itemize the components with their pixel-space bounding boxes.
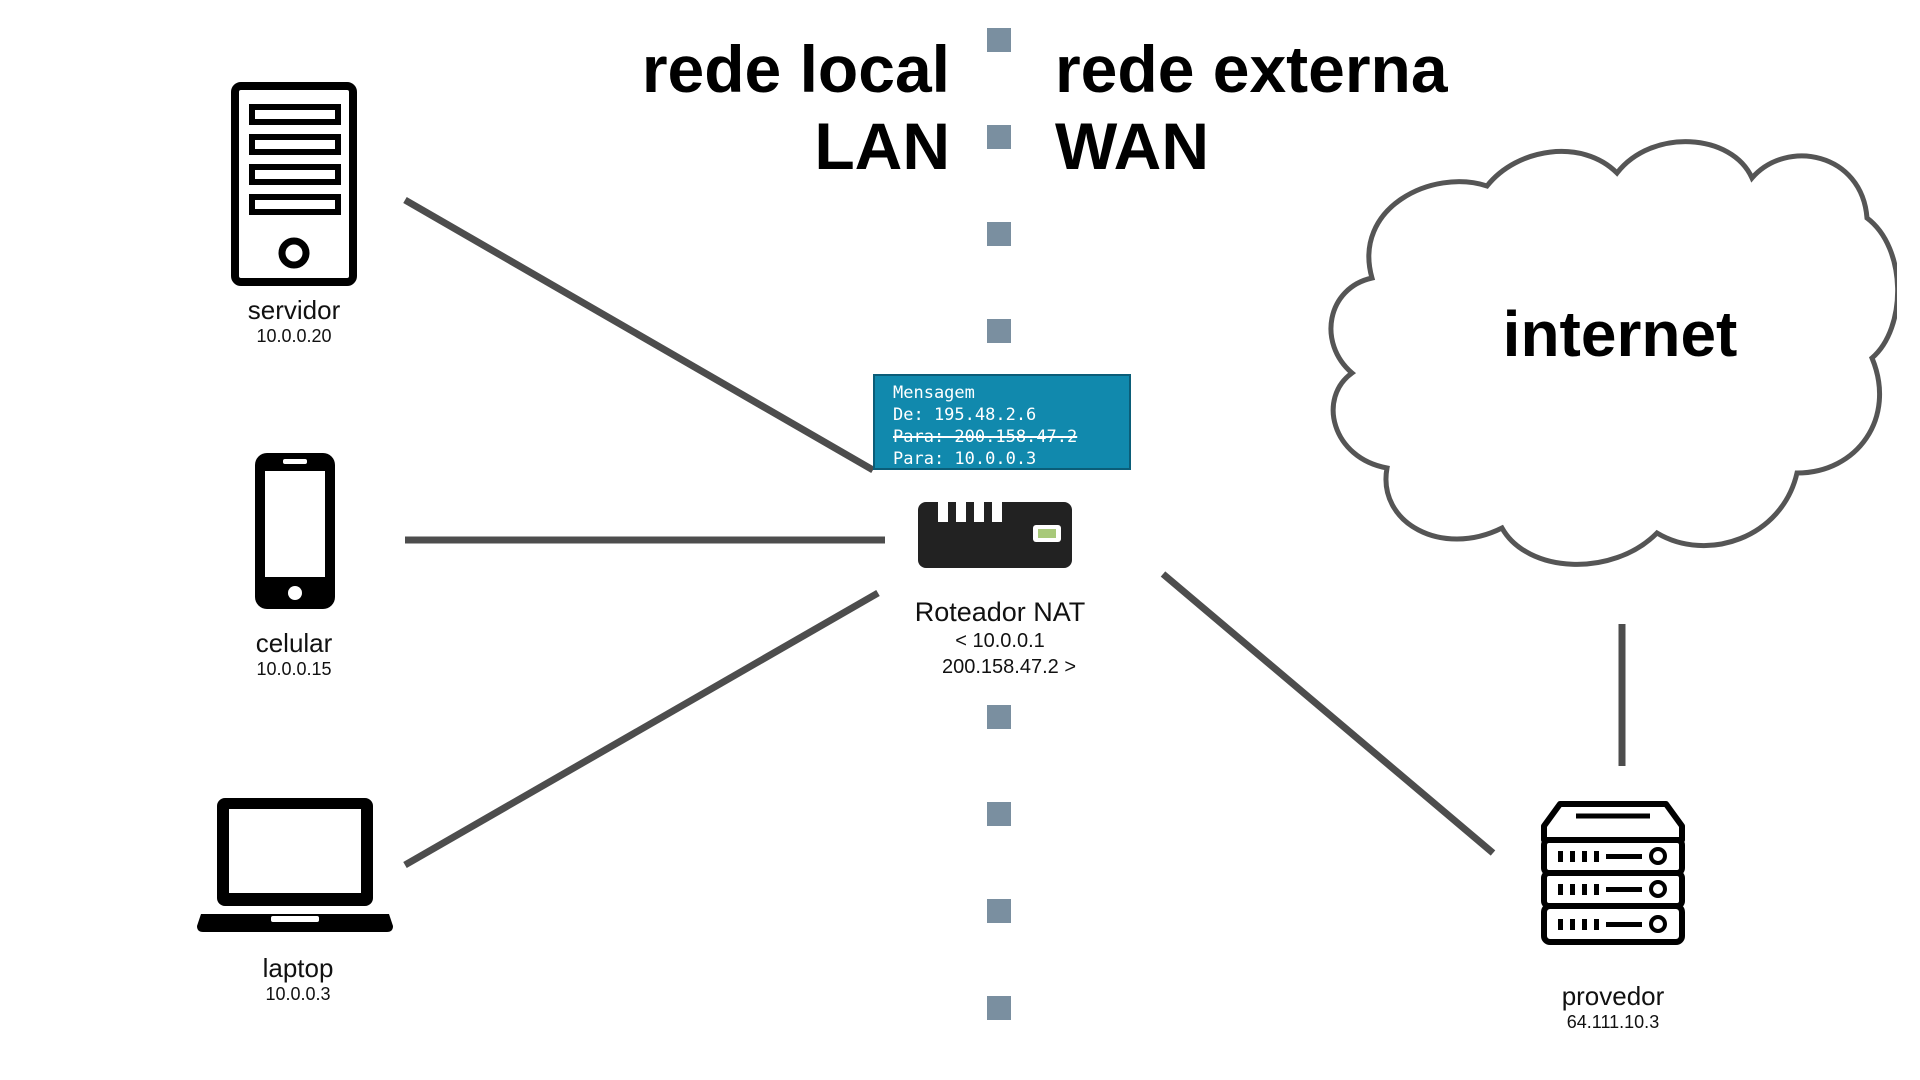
phone-ip: 10.0.0.15: [256, 659, 332, 679]
phone-caption: celular 10.0.0.15: [144, 628, 444, 680]
provider-ip: 64.111.10.3: [1566, 1012, 1660, 1032]
provider-name: provedor: [1561, 981, 1665, 1011]
phone-device: [253, 451, 337, 611]
wire-router-provider: [1160, 571, 1496, 856]
phone-name: celular: [255, 628, 333, 658]
message-box: Mensagem De: 195.48.2.6 Para: 200.158.47…: [873, 374, 1131, 470]
router-caption: Roteador NAT < 10.0.0.1 200.158.47.2 >: [860, 596, 1140, 680]
router-name: Roteador NAT: [914, 597, 1086, 627]
laptop-name: laptop: [262, 953, 334, 983]
heading-wan: WAN: [1055, 109, 1209, 183]
heading-local-network: rede local: [641, 32, 950, 106]
provider-device: [1540, 800, 1686, 948]
internet-label: internet: [1502, 298, 1738, 370]
heading-lan: LAN: [814, 109, 950, 183]
cloud-icon: [1328, 139, 1897, 567]
laptop-device: [197, 798, 393, 934]
rack-server-icon: [1541, 801, 1685, 945]
heading-external-network: rede externa: [1055, 32, 1448, 106]
router-icon: [918, 502, 1072, 568]
message-old-destination: Para: 200.158.47.2: [893, 427, 1078, 447]
wire-laptop-router: [403, 589, 880, 869]
router-device: [916, 500, 1074, 570]
message-from: De: 195.48.2.6: [893, 405, 1037, 425]
server-device: [230, 82, 360, 287]
server-name: servidor: [247, 295, 341, 325]
wire-server-router: [403, 196, 875, 474]
server-caption: servidor 10.0.0.20: [144, 295, 444, 347]
laptop-caption: laptop 10.0.0.3: [148, 953, 448, 1005]
divider-line: [987, 28, 1011, 1020]
router-wan-ip: 200.158.47.2 >: [941, 656, 1076, 678]
laptop-ip: 10.0.0.3: [265, 984, 331, 1004]
message-new-destination: Para: 10.0.0.3: [893, 449, 1037, 469]
smartphone-icon: [255, 453, 335, 609]
server-ip: 10.0.0.20: [256, 326, 332, 346]
internet-cloud: [1312, 128, 1897, 588]
server-tower-icon: [231, 82, 357, 286]
laptop-icon: [197, 798, 393, 932]
provider-caption: provedor 64.111.10.3: [1463, 981, 1763, 1033]
router-lan-ip: < 10.0.0.1: [955, 630, 1045, 652]
message-title: Mensagem: [893, 383, 975, 403]
